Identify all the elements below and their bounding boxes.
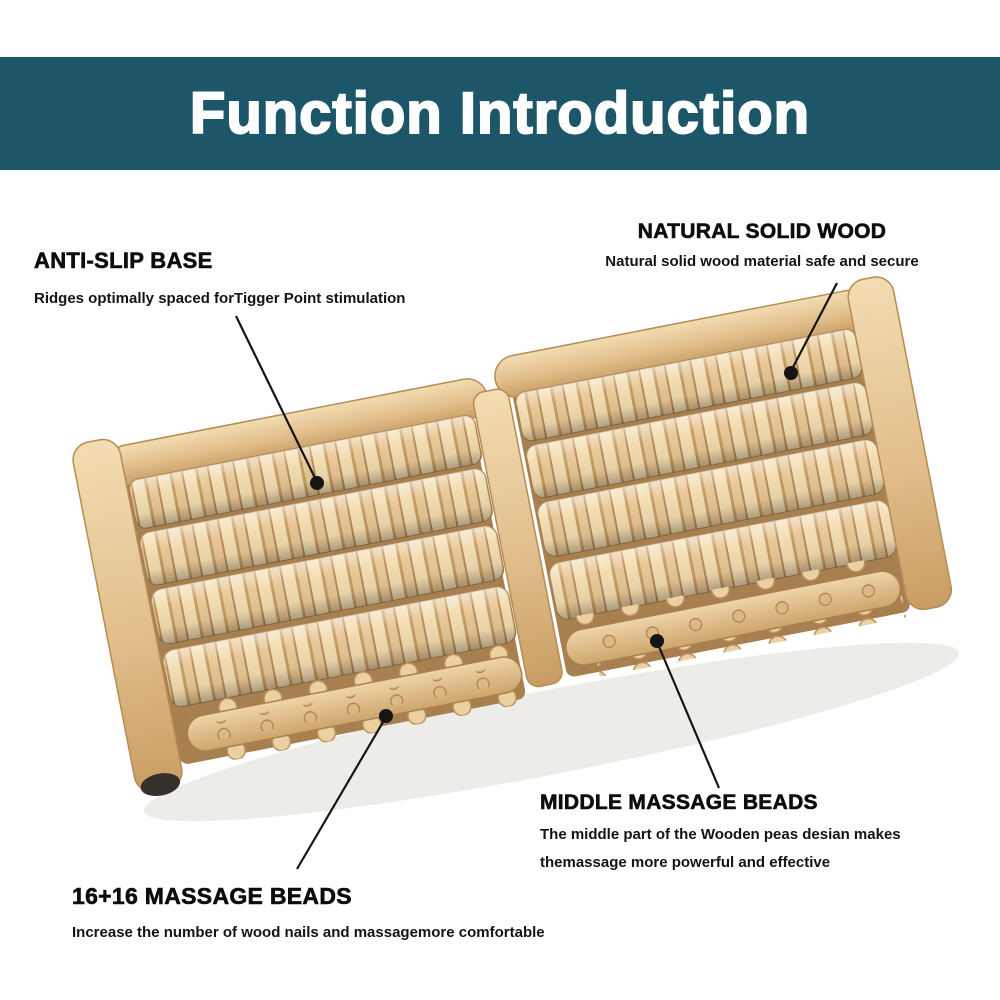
left-bead-roller [186, 641, 528, 763]
callout-natural-solid-wood: NATURAL SOLID WOOD Natural solid wood ma… [578, 220, 946, 270]
callout-natural-solid-wood-desc: Natural solid wood material safe and sec… [605, 253, 919, 270]
callout-dots [310, 366, 798, 723]
right-side-rail [847, 276, 953, 611]
callout-anti-slip-base: ANTI-SLIP BASE Ridges optimally spaced f… [34, 248, 406, 307]
callout-anti-slip-base-title: ANTI-SLIP BASE [34, 248, 213, 274]
callout-line-16-16-massage-beads [296, 716, 387, 870]
callout-16-16-massage-beads-desc: Increase the number of wood nails and ma… [72, 924, 545, 941]
callout-16-16-massage-beads: 16+16 MASSAGE BEADS Increase the number … [72, 883, 545, 941]
ridged-roller [515, 328, 863, 442]
callout-dot-natural-solid-wood [784, 366, 798, 380]
ridged-roller [139, 468, 493, 587]
callout-middle-massage-beads-title: MIDDLE MASSAGE BEADS [540, 791, 818, 815]
page-title: Function Introduction [189, 80, 811, 147]
callout-middle-massage-beads: MIDDLE MASSAGE BEADS The middle part of … [540, 791, 901, 871]
product-shadow [144, 642, 959, 822]
callout-natural-solid-wood-title: NATURAL SOLID WOOD [637, 220, 887, 244]
callout-dot-16-16-massage-beads [379, 709, 393, 723]
center-divider-rail [472, 388, 563, 688]
massager-body [72, 276, 959, 822]
left-ridged-rollers [128, 415, 517, 708]
callout-dot-middle-massage-beads [650, 634, 664, 648]
callout-middle-massage-beads-desc-line1: The middle part of the Wooden peas desia… [540, 826, 901, 843]
callout-16-16-massage-beads-title: 16+16 MASSAGE BEADS [72, 883, 352, 910]
callout-dot-anti-slip-base [310, 476, 324, 490]
anti-slip-foot [140, 773, 181, 797]
right-ridged-rollers [515, 328, 897, 621]
callout-line-natural-solid-wood [790, 282, 838, 372]
callout-middle-massage-beads-desc-line2: themassage more powerful and effective [540, 854, 831, 871]
callout-lines [235, 282, 838, 870]
callout-anti-slip-base-desc: Ridges optimally spaced forTigger Point … [34, 290, 406, 307]
header-banner: Function Introduction [0, 57, 1000, 170]
ridged-roller [150, 525, 505, 645]
callout-line-middle-massage-beads [655, 641, 721, 789]
callout-line-anti-slip-base [235, 315, 317, 481]
